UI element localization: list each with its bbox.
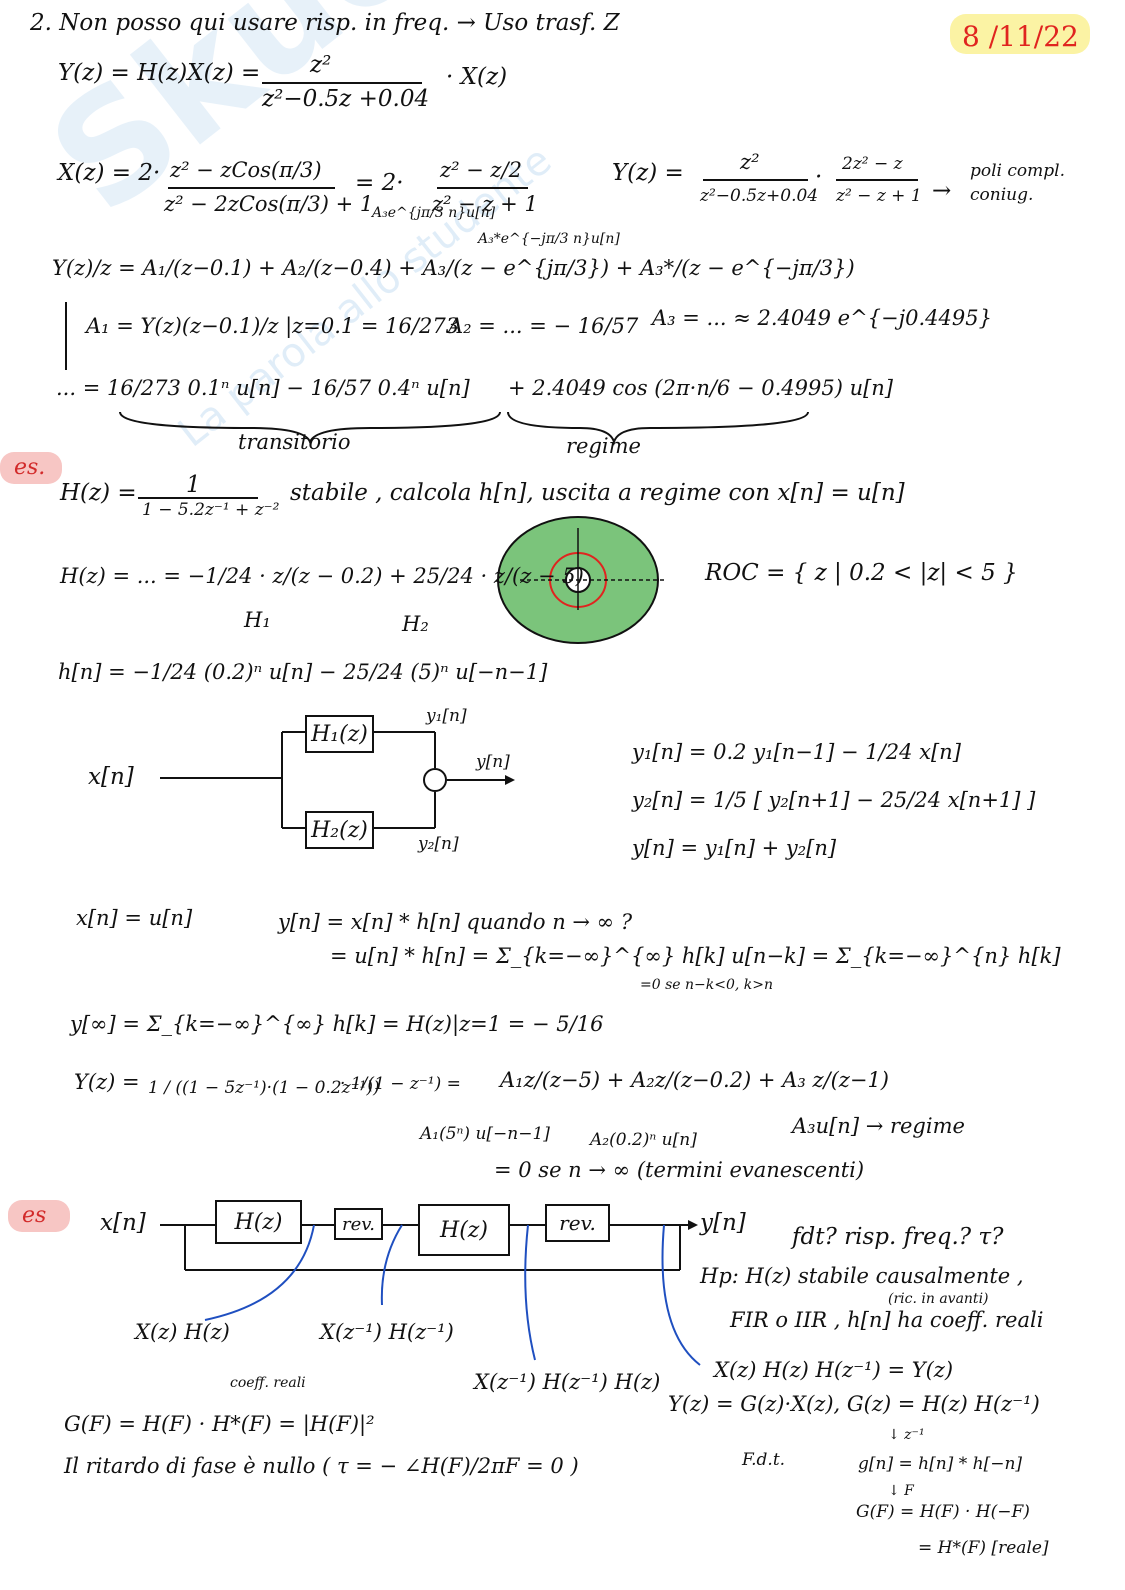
note-line: A₁(5ⁿ) u[−n−1] — [420, 1124, 550, 1144]
note-line: A₃*e^{−jπ/3 n}u[n] — [478, 231, 620, 247]
block-h2: H₂(z) — [305, 811, 374, 849]
note-line: x[n] — [88, 764, 134, 790]
block-h1: H₁(z) — [305, 715, 374, 753]
note-line: y[n] — [476, 752, 510, 772]
note-line: X(z) = 2· — [58, 160, 161, 186]
note-line: z² — [310, 52, 332, 78]
note-line: 1 − 5.2z⁻¹ + z⁻² — [142, 500, 280, 520]
note-line: h[n] = −1/24 (0.2)ⁿ u[n] − 25/24 (5)ⁿ u[… — [58, 660, 548, 684]
note-line: y₂[n] = 1/5 [ y₂[n+1] − 25/24 x[n+1] ] — [632, 788, 1036, 812]
note-line: x[n] = u[n] — [76, 906, 193, 930]
note-line: 1 / ((1 − 5z⁻¹)·(1 − 0.2z⁻¹)) — [148, 1078, 380, 1098]
exercise-tag-label: es. — [14, 455, 46, 480]
note-line: Y(z) = — [74, 1070, 140, 1094]
note-line: coeff. reali — [230, 1375, 306, 1391]
note-line: ROC = { z | 0.2 < |z| < 5 } — [705, 560, 1018, 586]
note-line: Y(z) = G(z)·X(z), G(z) = H(z) H(z⁻¹) — [668, 1392, 1040, 1416]
note-line: F.d.t. — [742, 1450, 786, 1470]
note-line: + 2.4049 cos (2π·n/6 − 0.4995) u[n] — [508, 376, 894, 400]
exercise-tag: es — [8, 1200, 70, 1232]
date-highlight: 8 /11/22 — [950, 14, 1090, 54]
note-line: = H*(F) [reale] — [918, 1538, 1049, 1558]
note-line: ↓ F — [888, 1483, 914, 1499]
note-line: 2. Non posso qui usare risp. in freq. → … — [30, 10, 620, 36]
note-line: X(z⁻¹) H(z⁻¹) — [320, 1320, 454, 1344]
note-line: g[n] = h[n] * h[−n] — [858, 1454, 1023, 1474]
note-line: y₁[n] — [426, 706, 467, 726]
note-line: Il ritardo di fase è nullo ( τ = − ∠H(F)… — [64, 1454, 579, 1478]
note-line: y[n] = y₁[n] + y₂[n] — [632, 836, 837, 860]
note-line: X(z⁻¹) H(z⁻¹) H(z) — [474, 1370, 661, 1394]
note-line: z²−0.5z+0.04 — [700, 186, 819, 206]
note-line: 1 — [186, 472, 201, 498]
note-line: z² − z + 1 — [432, 192, 538, 216]
note-line: poli compl. coniug. — [970, 161, 1065, 205]
note-line: X(z) H(z) — [135, 1320, 230, 1344]
note-line: H₂ — [402, 612, 429, 636]
note-line: transitorio — [238, 430, 351, 454]
note-line: H(z) = ... = −1/24 · z/(z − 0.2) + 25/24… — [60, 564, 584, 588]
note-line: stabile , calcola h[n], uscita a regime … — [290, 480, 905, 506]
note-line: (ric. in avanti) — [888, 1291, 989, 1307]
note-line: =0 se n−k<0, k>n — [640, 977, 774, 993]
note-line: ... = 16/273 0.1ⁿ u[n] − 16/57 0.4ⁿ u[n] — [56, 376, 470, 400]
note-line: y₂[n] — [418, 834, 459, 854]
note-line: Y(z) = H(z)X(z) = — [58, 60, 261, 86]
note-line: = 0 se n → ∞ (termini evanescenti) — [494, 1158, 865, 1182]
note-line: · X(z) — [446, 64, 508, 90]
note-line: z² − z/2 — [440, 158, 522, 182]
note-line: X(z) H(z) H(z⁻¹) = Y(z) — [714, 1358, 954, 1382]
note-line: · — [815, 164, 823, 190]
note-line: y[n] = x[n] * h[n] quando n → ∞ ? — [278, 910, 633, 934]
note-line: ↓ z⁻¹ — [888, 1427, 925, 1443]
note-line: y₁[n] = 0.2 y₁[n−1] − 1/24 x[n] — [632, 740, 961, 764]
note-line: A₃e^{jπ/3 n}u[n] — [372, 205, 496, 221]
exercise-tag-label: es — [22, 1203, 47, 1228]
note-line: Hp: H(z) stabile causalmente , — [700, 1264, 1024, 1288]
block-h-first: H(z) — [215, 1200, 302, 1244]
note-line: = u[n] * h[n] = Σ_{k=−∞}^{∞} h[k] u[n−k]… — [330, 944, 1061, 968]
note-line: G(F) = H(F) · H*(F) = |H(F)|² — [64, 1412, 375, 1436]
note-line: → — [932, 178, 952, 204]
note-line: fdt? risp. freq.? τ? — [792, 1224, 1004, 1250]
note-line: A₃ = ... ≈ 2.4049 e^{−j0.4495} — [652, 306, 992, 330]
note-line: z² — [740, 150, 760, 174]
note-line: FIR o IIR , h[n] ha coeff. reali — [730, 1308, 1044, 1332]
note-line: y[∞] = Σ_{k=−∞}^{∞} h[k] = H(z)|z=1 = − … — [70, 1012, 604, 1036]
note-line: A₁z/(z−5) + A₂z/(z−0.2) + A₃ z/(z−1) — [500, 1068, 889, 1092]
note-line: 2z² − z — [842, 154, 903, 174]
note-line: Y(z)/z = A₁/(z−0.1) + A₂/(z−0.4) + A₃/(z… — [52, 256, 855, 280]
note-line: Y(z) = — [612, 160, 684, 186]
note-line: A₂(0.2)ⁿ u[n] — [590, 1130, 697, 1150]
note-line: H₁ — [244, 608, 271, 632]
note-line: z² − z + 1 — [836, 186, 922, 206]
note-line: · 1/(1 − z⁻¹) = — [340, 1074, 461, 1094]
note-line: A₁ = Y(z)(z−0.1)/z |z=0.1 = 16/273 — [86, 314, 460, 338]
exercise-tag: es. — [0, 452, 62, 484]
note-line: z²−0.5z +0.04 — [262, 86, 430, 112]
note-line: A₂ = ... = − 16/57 — [448, 314, 639, 338]
note-line: z² − zCos(π/3) — [170, 158, 322, 182]
note-line: G(F) = H(F) · H(−F) — [856, 1502, 1030, 1522]
block-rev-second: rev. — [545, 1204, 610, 1242]
note-line: = 2· — [355, 170, 404, 196]
note-line: y[n] — [700, 1210, 746, 1236]
note-line: x[n] — [100, 1210, 146, 1236]
note-line: H(z) = — [60, 480, 137, 506]
block-rev-first: rev. — [334, 1208, 383, 1240]
date-text: 8 /11/22 — [962, 20, 1079, 53]
note-line: regime — [566, 434, 641, 458]
note-line: A₃u[n] → regime — [792, 1114, 965, 1138]
block-h-second: H(z) — [418, 1204, 510, 1256]
note-line: z² − 2zCos(π/3) + 1 — [164, 192, 374, 216]
